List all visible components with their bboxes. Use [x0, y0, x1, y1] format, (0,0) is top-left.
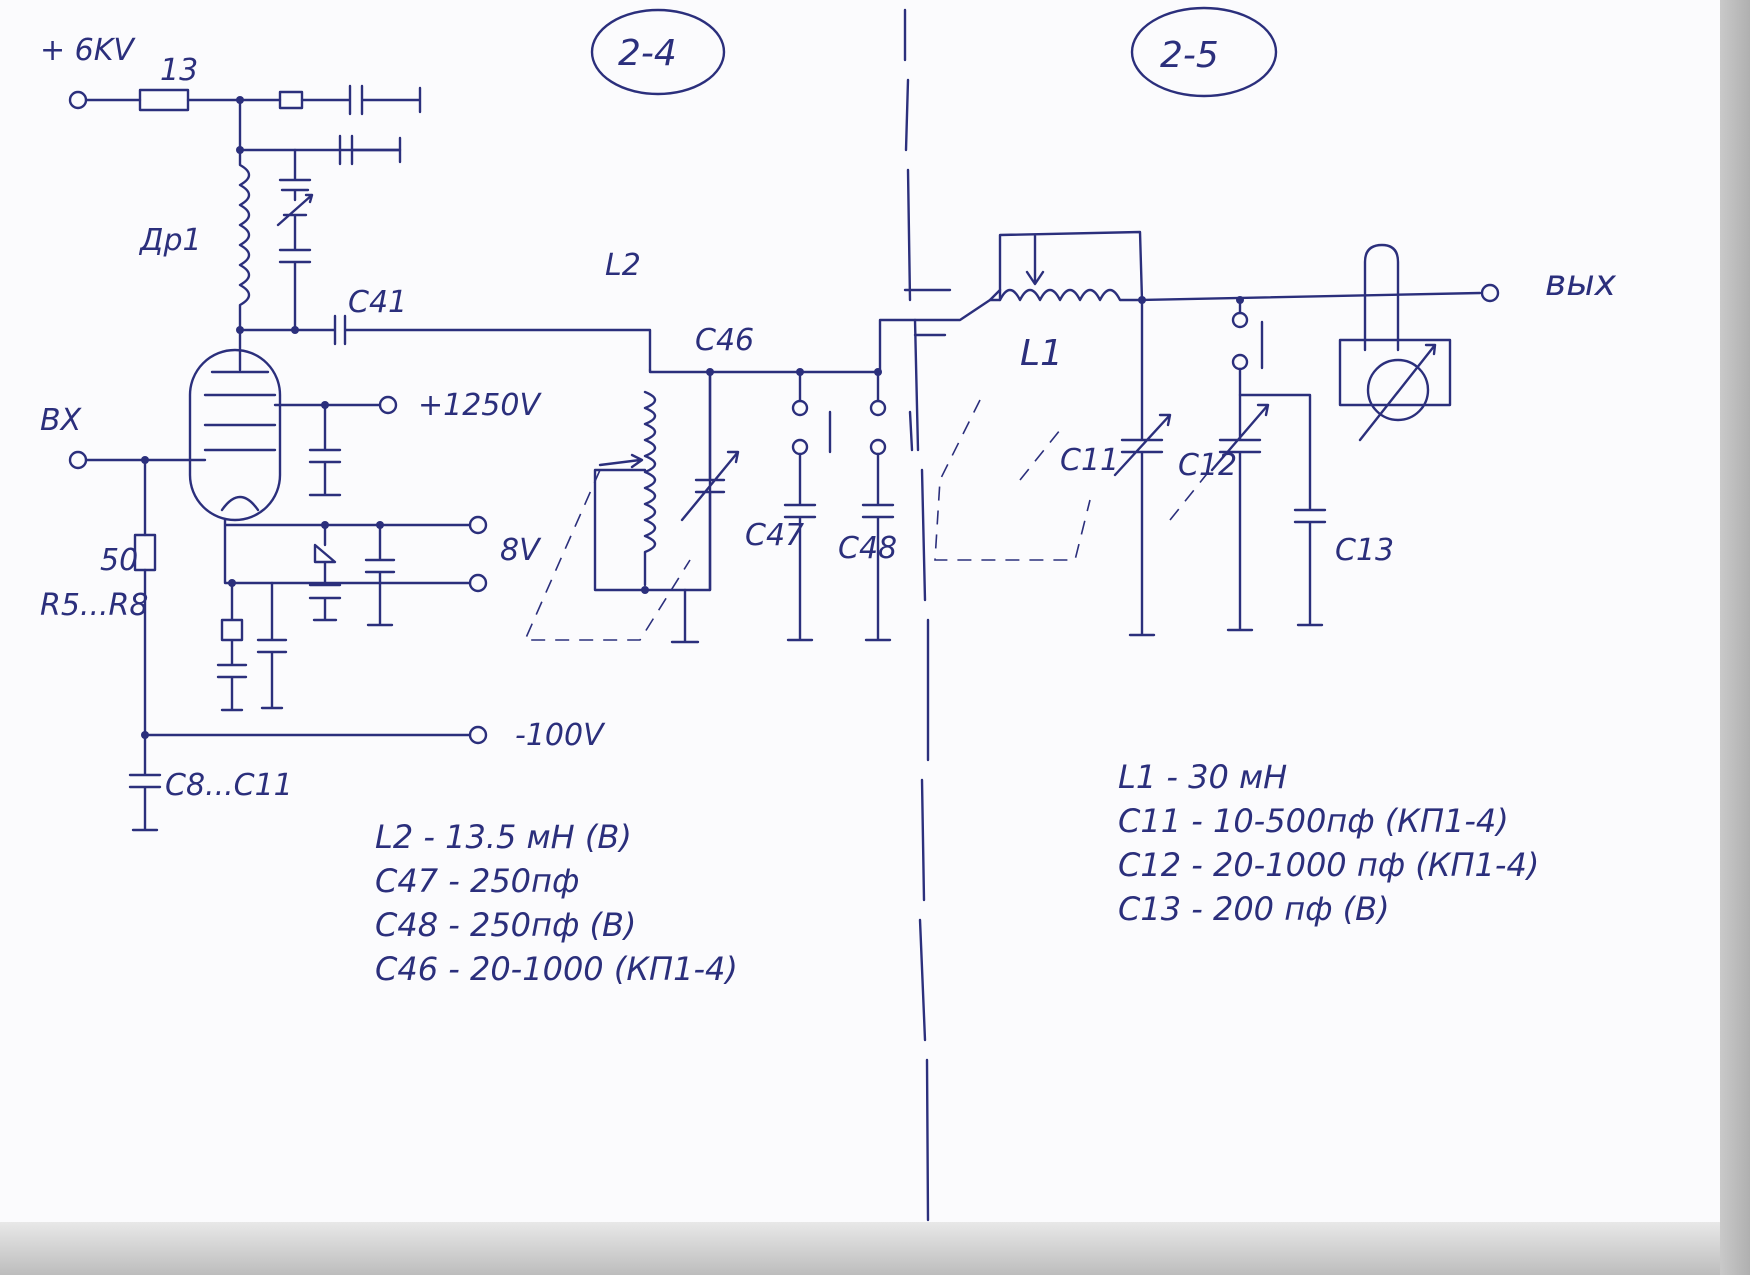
switch-c47-b — [791, 438, 809, 456]
coupling-cap-c41 — [238, 314, 652, 372]
junction — [321, 401, 329, 409]
switch-c48-b — [869, 438, 887, 456]
terminal-1250v — [378, 395, 398, 415]
resistor-13-label: 13 — [160, 53, 198, 88]
junction — [706, 368, 714, 376]
r5-r8-label: R5...R8 — [40, 588, 148, 623]
bypass-cap-1 — [300, 84, 422, 116]
spec-right-1: L1 - 30 мН — [1118, 758, 1287, 796]
dashed-outline-left — [523, 469, 691, 641]
stage-left-label: 2-4 — [618, 33, 677, 74]
terminal-8v-a — [468, 515, 488, 535]
r50-label: 50 — [100, 543, 138, 578]
resistor-13 — [138, 88, 190, 112]
junction — [236, 96, 244, 104]
variable-cap-c11 — [1113, 298, 1172, 637]
l1-tap — [998, 230, 1144, 302]
specs-right: L1 - 30 мН C11 - 10-500пф (КП1-4) C12 - … — [1118, 758, 1539, 928]
spec-left-4: C46 - 20-1000 (КП1-4) — [375, 950, 738, 988]
filament-bypass-1 — [308, 523, 342, 622]
junction — [641, 586, 649, 594]
wire — [878, 288, 1002, 374]
switch-c12-b — [1231, 353, 1249, 371]
c13-label: C13 — [1335, 533, 1394, 568]
spec-right-2: C11 - 10-500пф (КП1-4) — [1118, 802, 1509, 840]
cathode-bypass-2 — [256, 581, 288, 710]
supply-8v-label: 8V — [500, 533, 542, 568]
wire — [903, 288, 952, 337]
wire — [1140, 291, 1482, 302]
c12-label: C12 — [1178, 448, 1237, 483]
wire — [648, 368, 882, 374]
spec-right-4: C13 - 200 пф (В) — [1118, 890, 1390, 928]
c11-label: C11 — [1060, 443, 1119, 478]
bias-bypass-caps — [128, 733, 162, 832]
supply-6kv-label: + 6KV — [40, 33, 136, 68]
ammeter-circle — [1366, 358, 1430, 422]
inductor-l2 — [643, 390, 657, 587]
bypass-cap-2 — [338, 134, 402, 166]
capacitor-c47 — [783, 410, 832, 642]
terminal-6kv — [68, 90, 88, 110]
scan-right-edge — [1720, 0, 1750, 1275]
terminal-8v-b — [468, 573, 488, 593]
spec-left-1: L2 - 13.5 мН (В) — [375, 818, 632, 856]
supply-1250v-label: +1250V — [418, 388, 542, 423]
switch-c47-a — [791, 399, 809, 417]
variable-cap-c12 — [1210, 320, 1270, 632]
scan-bottom-edge — [0, 1222, 1750, 1275]
meter-box — [1338, 338, 1452, 407]
c48-label: C48 — [838, 531, 897, 566]
filament-bypass-2 — [364, 523, 396, 627]
dashed-outline-right-2 — [1019, 429, 1211, 521]
terminal-neg100 — [468, 725, 488, 745]
l1-label: L1 — [1020, 333, 1063, 374]
stage-right-oval — [1130, 6, 1278, 98]
paper-sheet — [0, 0, 1720, 1222]
stage-left-oval — [590, 8, 726, 96]
wire — [670, 588, 700, 644]
l2-label: L2 — [605, 248, 641, 283]
choke-dp1-label: Др1 — [138, 223, 202, 258]
output-label: вых — [1545, 263, 1617, 304]
capacitor-c48 — [861, 410, 914, 642]
vacuum-tube — [188, 348, 282, 522]
switch-c12-a — [1231, 311, 1249, 329]
trimmer-cap — [276, 148, 314, 332]
spec-left-3: C48 - 250пф (В) — [375, 906, 636, 944]
thermocouple — [1363, 243, 1400, 352]
spec-right-3: C12 - 20-1000 пф (КП1-4) — [1118, 846, 1539, 884]
switch-c48-a — [869, 399, 887, 417]
specs-left: L2 - 13.5 мН (В) C47 - 250пф C48 - 250пф… — [375, 818, 738, 988]
ammeter-arrow — [1358, 343, 1437, 442]
input-label: BX — [40, 403, 83, 438]
junction — [291, 326, 299, 334]
spec-left-2: C47 - 250пф — [375, 862, 579, 900]
cathode-bypass-1 — [216, 581, 248, 712]
c41-label: C41 — [348, 285, 407, 320]
resistor-small — [278, 90, 304, 110]
c46-label: C46 — [695, 323, 754, 358]
stage-right-label: 2-5 — [1160, 35, 1219, 76]
resistor-50 — [133, 533, 157, 572]
c8-c11-label: C8...C11 — [165, 768, 293, 803]
screen-bypass-cap — [308, 403, 342, 497]
c47-label: C47 — [745, 518, 804, 553]
neg100-label: -100V — [515, 718, 606, 753]
terminal-output — [1480, 283, 1500, 303]
dashed-outline-right-1 — [934, 399, 1091, 561]
choke-dp1 — [238, 148, 251, 332]
variable-cap-c46 — [680, 370, 740, 592]
terminal-input — [68, 450, 88, 470]
wire — [223, 518, 472, 585]
inductor-l1 — [988, 288, 1142, 302]
tube-cathode — [220, 495, 260, 512]
tube-electrodes — [203, 328, 277, 452]
section-divider — [903, 8, 930, 1222]
capacitor-c13 — [1238, 393, 1327, 627]
